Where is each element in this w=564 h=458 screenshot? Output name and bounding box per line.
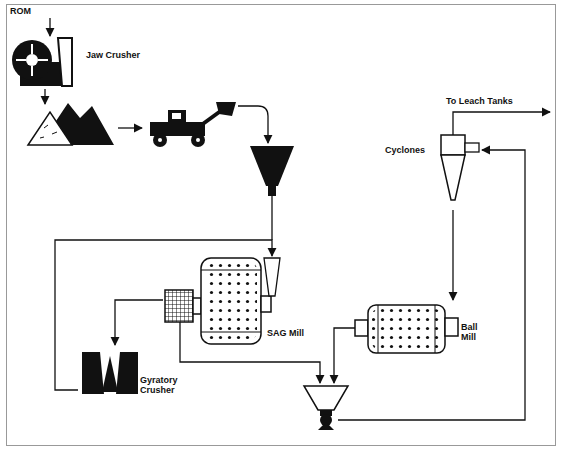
feed-hopper-icon	[250, 146, 294, 196]
jaw-crusher-icon	[12, 38, 72, 86]
frame	[7, 5, 556, 446]
flow-label: ROM	[10, 6, 31, 16]
ball-mill-icon	[355, 305, 458, 353]
equipment-node: Jaw Crusher	[12, 36, 158, 90]
equipment-label: Jaw Crusher	[86, 50, 156, 60]
loader-icon	[150, 102, 236, 147]
pump-sump-icon	[304, 386, 348, 430]
equipment-node: Cyclones	[385, 125, 480, 210]
stockpile-icon	[28, 103, 114, 145]
gyratory-crusher-icon	[82, 352, 138, 394]
equipment-label: Gyratory Crusher	[140, 375, 192, 395]
flow-lines	[45, 18, 550, 420]
equipment-label: Cyclones	[385, 145, 435, 155]
flow-connector	[55, 240, 272, 390]
flow-connector	[452, 210, 453, 300]
flow-label: To Leach Tanks	[446, 96, 513, 106]
equipment-node: Gyratory Crusher	[78, 345, 203, 410]
equipment-node: Ball Mill	[350, 300, 500, 360]
cyclone-icon	[441, 135, 479, 200]
equipment-node: SAG Mill	[163, 256, 314, 352]
equipment-label: Ball Mill	[461, 322, 487, 342]
flow-connector	[115, 300, 163, 345]
sag-mill-icon	[165, 258, 280, 344]
equipment-label: SAG Mill	[267, 328, 312, 338]
